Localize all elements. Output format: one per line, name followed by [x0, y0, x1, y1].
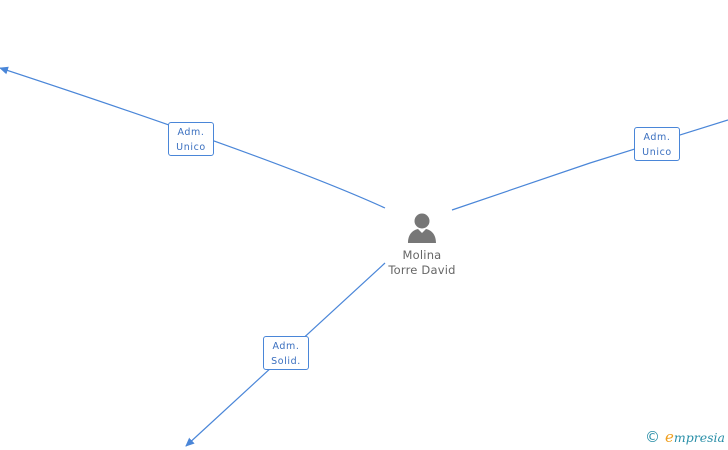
brand-logo-text: mpresia — [673, 429, 725, 445]
relation-label-right-line2: Unico — [642, 147, 672, 158]
relation-label-bottom-line1: Adm. — [272, 341, 300, 352]
person-node[interactable]: Molina Torre David — [380, 212, 464, 278]
brand-logo-initial: e — [665, 428, 674, 446]
relation-label-bottom[interactable]: Adm. Solid. — [263, 336, 309, 370]
relation-label-right[interactable]: Adm. Unico — [634, 127, 680, 161]
person-name: Molina Torre David — [380, 248, 464, 278]
edge-right — [451, 119, 728, 211]
relation-label-left-line2: Unico — [176, 142, 206, 153]
person-name-line1: Molina — [402, 248, 442, 262]
relation-label-right-line1: Adm. — [643, 132, 671, 143]
person-icon — [408, 213, 436, 243]
copyright-icon: © — [645, 428, 661, 446]
relation-label-bottom-line2: Solid. — [271, 356, 301, 367]
edge-left — [0, 66, 386, 209]
relation-label-left-line1: Adm. — [177, 127, 205, 138]
relation-label-left[interactable]: Adm. Unico — [168, 122, 214, 156]
person-name-line2: Torre David — [388, 263, 456, 277]
